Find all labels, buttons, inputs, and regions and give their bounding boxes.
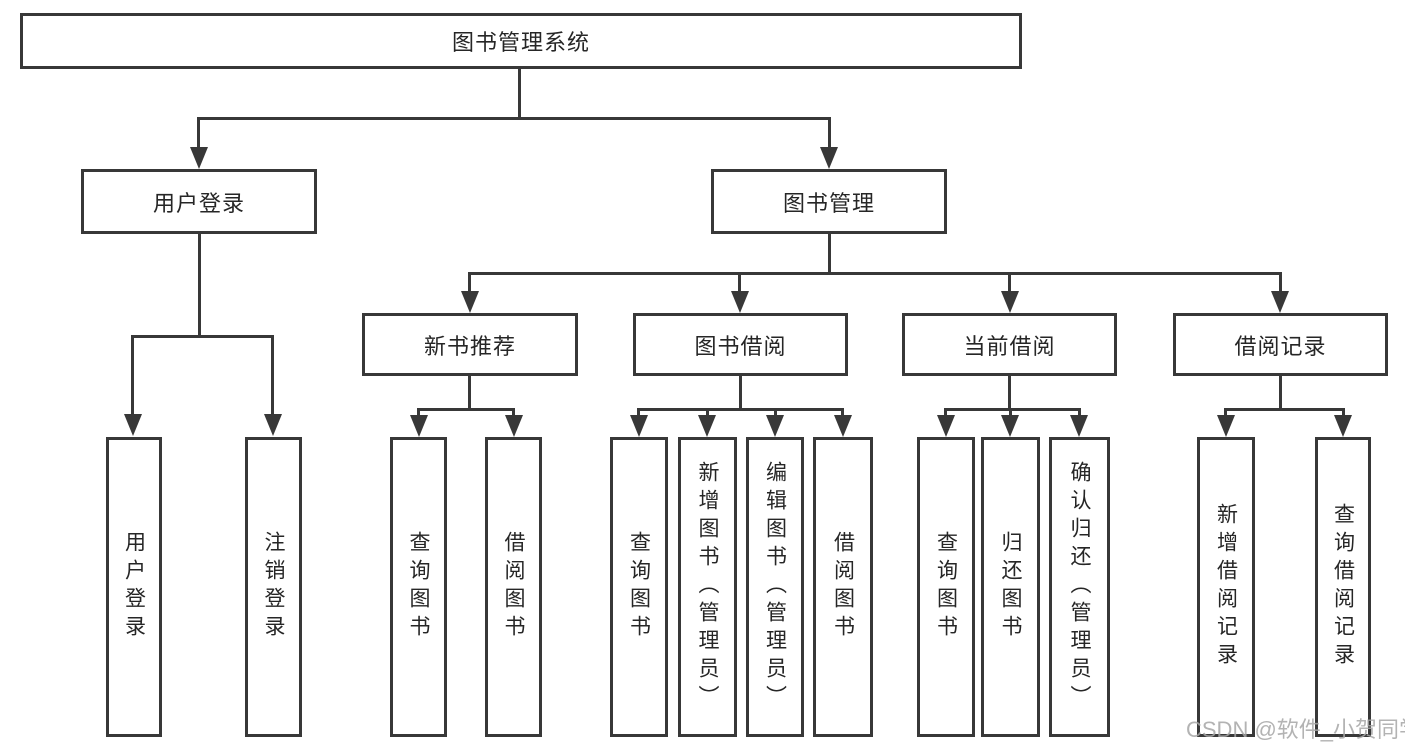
node-borrow-records: 借阅记录 — [1173, 313, 1388, 376]
connector-line — [468, 272, 471, 292]
node-current-borrow: 当前借阅 — [902, 313, 1117, 376]
node-label: 新增借阅记录 — [1214, 503, 1238, 671]
arrow-down-icon — [766, 415, 784, 437]
connector-line — [417, 408, 515, 411]
node-label: 图书借阅 — [694, 333, 787, 359]
arrow-down-icon — [190, 147, 208, 169]
leaf-add-borrow-record: 新增借阅记录 — [1197, 437, 1255, 737]
leaf-query-books: 查询图书 — [917, 437, 975, 737]
leaf-user-login: 用户登录 — [106, 437, 162, 737]
arrow-down-icon — [505, 415, 523, 437]
connector-line — [637, 408, 640, 418]
connector-line — [468, 272, 1282, 275]
arrow-down-icon — [630, 415, 648, 437]
node-label: 用户登录 — [122, 531, 146, 643]
leaf-query-borrow-record: 查询借阅记录 — [1315, 437, 1371, 737]
connector-line — [774, 408, 777, 418]
node-label: 确认归还（管理员） — [1068, 461, 1091, 713]
node-label: 借阅图书 — [502, 531, 525, 643]
connector-line — [197, 117, 200, 150]
arrow-down-icon — [820, 147, 838, 169]
node-label: 注销登录 — [262, 531, 285, 643]
arrow-down-icon — [834, 415, 852, 437]
connector-line — [944, 408, 947, 418]
leaf-logout: 注销登录 — [245, 437, 302, 737]
connector-line — [706, 408, 709, 418]
node-root: 图书管理系统 — [20, 13, 1022, 69]
leaf-edit-books-admin: 编辑图书（管理员） — [746, 437, 804, 737]
node-label: 借阅记录 — [1234, 333, 1327, 359]
connector-line — [1224, 408, 1345, 411]
connector-line — [1078, 408, 1081, 418]
node-label: 查询图书 — [934, 531, 958, 643]
node-label: 编辑图书（管理员） — [763, 461, 787, 713]
node-book-borrow: 图书借阅 — [633, 313, 848, 376]
arrow-down-icon — [1271, 291, 1289, 313]
node-label: 图书管理 — [782, 190, 875, 216]
connector-line — [131, 335, 134, 415]
connector-line — [1279, 272, 1282, 292]
node-new-book-recommend: 新书推荐 — [362, 313, 578, 376]
connector-line — [197, 117, 830, 120]
arrow-down-icon — [461, 291, 479, 313]
connector-line — [637, 408, 844, 411]
node-label: 查询图书 — [627, 531, 651, 643]
node-label: 当前借阅 — [963, 333, 1056, 359]
connector-line — [131, 335, 274, 338]
arrow-down-icon — [698, 415, 716, 437]
connector-line — [1009, 408, 1012, 418]
connector-line — [738, 272, 741, 292]
arrow-down-icon — [264, 414, 282, 436]
node-label: 查询借阅记录 — [1331, 503, 1355, 671]
leaf-return-books: 归还图书 — [981, 437, 1040, 737]
connector-line — [1279, 376, 1282, 408]
node-label: 图书管理系统 — [451, 30, 590, 55]
connector-line — [1008, 376, 1011, 408]
leaf-query-books: 查询图书 — [610, 437, 668, 737]
node-label: 借阅图书 — [831, 531, 855, 643]
arrow-down-icon — [1070, 415, 1088, 437]
node-label: 新增图书（管理员） — [696, 461, 719, 713]
connector-line — [198, 234, 201, 335]
node-book-management: 图书管理 — [711, 169, 947, 234]
connector-line — [944, 408, 1081, 411]
leaf-query-books: 查询图书 — [390, 437, 447, 737]
node-label: 查询图书 — [407, 531, 430, 643]
connector-line — [828, 117, 831, 150]
arrow-down-icon — [1217, 415, 1235, 437]
connector-line — [841, 408, 844, 418]
connector-line — [739, 376, 742, 408]
arrow-down-icon — [410, 415, 428, 437]
arrow-down-icon — [1001, 291, 1019, 313]
node-user-login: 用户登录 — [81, 169, 317, 234]
leaf-borrow-books: 借阅图书 — [485, 437, 542, 737]
arrow-down-icon — [937, 415, 955, 437]
arrow-down-icon — [1334, 415, 1352, 437]
node-label: 用户登录 — [152, 190, 245, 216]
leaf-add-books-admin: 新增图书（管理员） — [678, 437, 737, 737]
connector-line — [1342, 408, 1345, 418]
connector-line — [271, 335, 274, 415]
leaf-confirm-return-admin: 确认归还（管理员） — [1049, 437, 1110, 737]
arrow-down-icon — [124, 414, 142, 436]
connector-line — [512, 408, 515, 418]
arrow-down-icon — [731, 291, 749, 313]
leaf-borrow-books: 借阅图书 — [813, 437, 873, 737]
arrow-down-icon — [1001, 415, 1019, 437]
node-label: 新书推荐 — [423, 333, 516, 359]
connector-line — [417, 408, 420, 418]
connector-line — [518, 69, 521, 117]
node-label: 归还图书 — [999, 531, 1022, 643]
connector-line — [1224, 408, 1227, 418]
connector-line — [1008, 272, 1011, 292]
connector-line — [828, 234, 831, 272]
watermark-text: CSDN @软件_小贺同学 — [1186, 717, 1405, 742]
connector-line — [468, 376, 471, 408]
